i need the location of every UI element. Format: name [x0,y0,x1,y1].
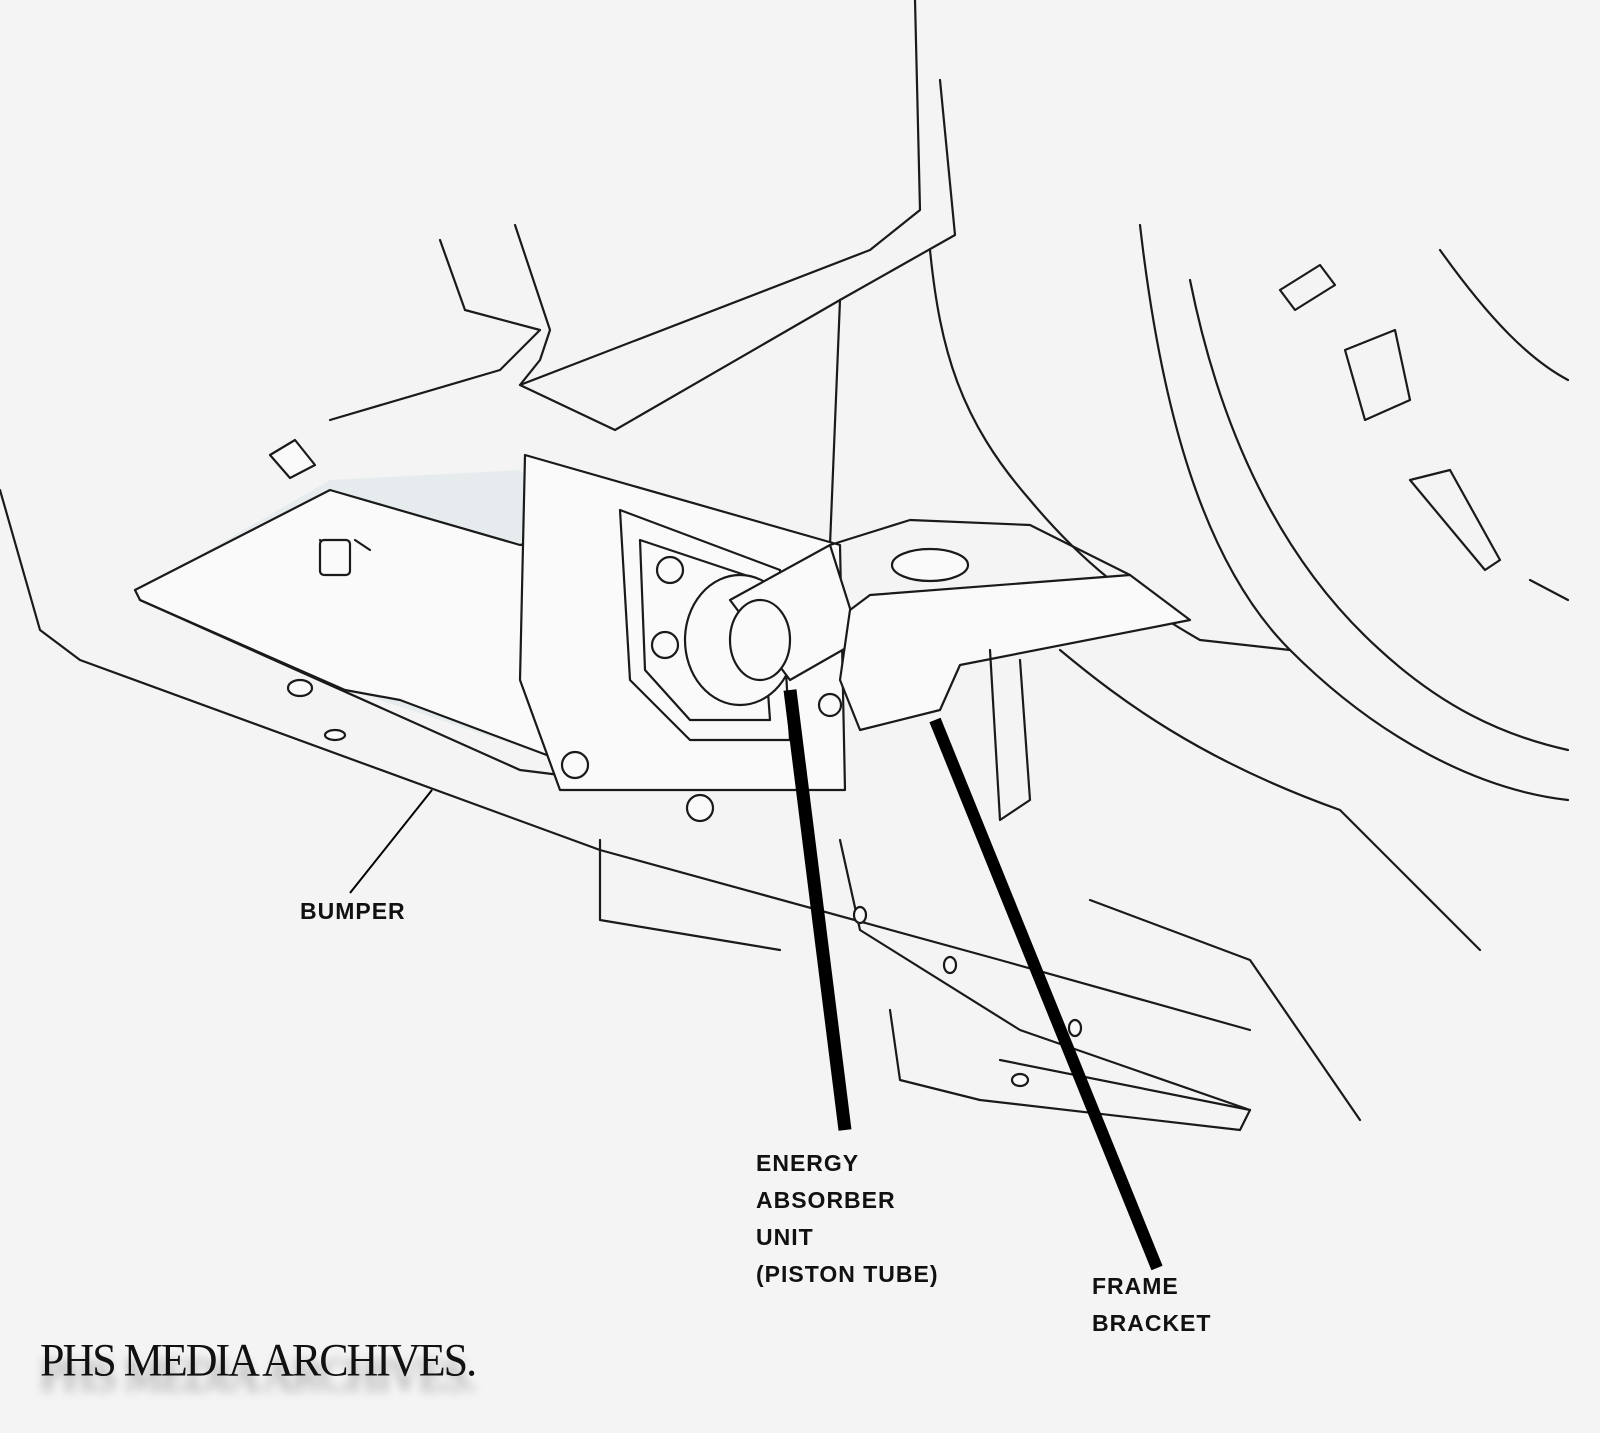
body-panel-edge [513,223,552,387]
bumper-label: BUMPER [300,898,406,924]
fender-outline [518,0,922,432]
frame-rail-top [828,518,1132,577]
frame-plate [988,648,1032,822]
lower-skirt-right [888,1008,1252,1132]
energy-absorber-label-line: ENERGY [756,1150,860,1176]
frame-lower-line [1058,648,1482,952]
mounting-hole [323,728,347,742]
tire-inner [1188,278,1570,752]
fender-edge [838,78,957,302]
lower-skirt-left [598,838,782,952]
body-panel-outline [328,238,542,422]
piston-tube-end [728,598,792,682]
energy-absorber-label-line: UNIT [756,1224,814,1250]
rivet [942,955,958,975]
frame-bracket-label-line: FRAME [1092,1273,1179,1299]
energy-absorber-label: ENERGY ABSORBER UNIT (PISTON TUBE) [756,1145,939,1293]
frame-bracket-leader-line [929,717,1163,1271]
bumper-edge [138,598,562,777]
frame-bracket [838,573,1192,732]
rivet [1067,1018,1083,1038]
bumper-leader-line [349,789,433,894]
rivet [852,905,868,925]
tire-outer [1138,223,1570,802]
energy-absorber-leader-line [783,689,852,1131]
frame-bracket-label-line: BRACKET [1092,1310,1212,1336]
rivet [1010,1072,1030,1088]
mounting-hole [286,678,314,698]
tire-lettering [1278,263,1570,602]
body-tab [268,438,317,480]
lower-structure [838,838,1362,1122]
frame-bracket-label: FRAME BRACKET [1092,1268,1211,1342]
watermark: PHS MEDIA ARCHIVES. [40,1334,477,1387]
fender-lower [828,298,842,547]
bolt-head [318,538,352,577]
energy-absorber-label-line: ABSORBER [756,1187,896,1213]
energy-absorber-label-line: (PISTON TUBE) [756,1261,939,1287]
tire-tread [1438,248,1570,382]
frame-hole [890,547,970,583]
